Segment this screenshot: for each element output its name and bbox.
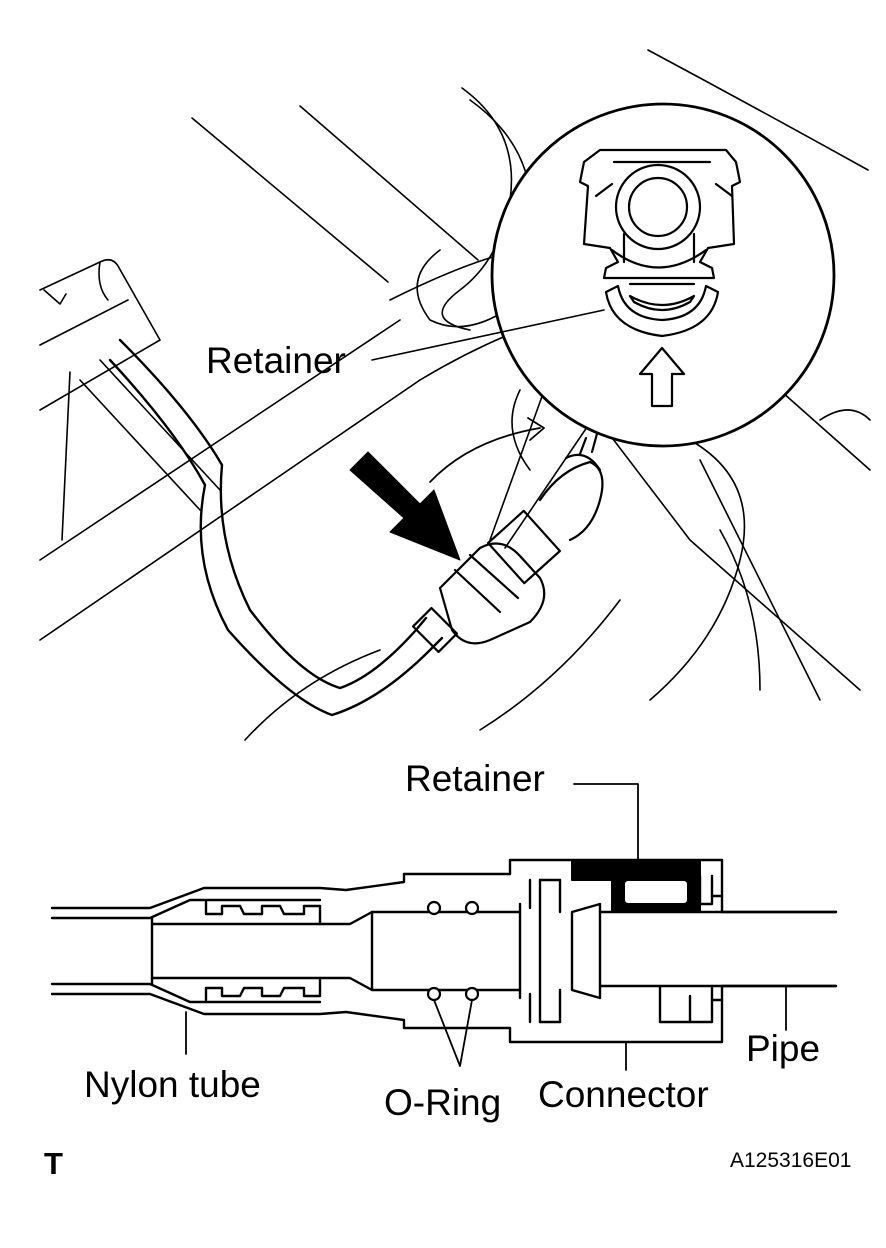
- retainer-label-upper: Retainer: [206, 340, 346, 381]
- connector-cross-section: [50, 858, 838, 1044]
- nylon-tube-label: Nylon tube: [84, 1064, 261, 1105]
- connector-label: Connector: [538, 1074, 709, 1115]
- vehicle-underbody-illustration: [39, 49, 871, 741]
- push-direction-arrow: [349, 451, 461, 561]
- o-rings: [426, 900, 480, 1002]
- retainer-label-lower: Retainer: [405, 758, 545, 799]
- retainer-upper-leader: [371, 309, 605, 361]
- cross-section-leaders: [185, 783, 787, 1071]
- retainer-release-arrow: [638, 346, 686, 408]
- pipe-label: Pipe: [746, 1028, 821, 1069]
- o-ring-label: O-Ring: [384, 1082, 502, 1123]
- magnifier-callout-lines: [489, 379, 601, 549]
- retainer-cross-section: [571, 859, 701, 913]
- retainer-detail-magnifier: [490, 102, 836, 448]
- figure-code: A125316E01: [730, 1149, 852, 1172]
- corner-marker: T: [44, 1146, 63, 1181]
- retainer-motion-arrow: [429, 417, 545, 483]
- fuel-tube: [108, 338, 444, 717]
- quick-connector-upper: [411, 428, 604, 654]
